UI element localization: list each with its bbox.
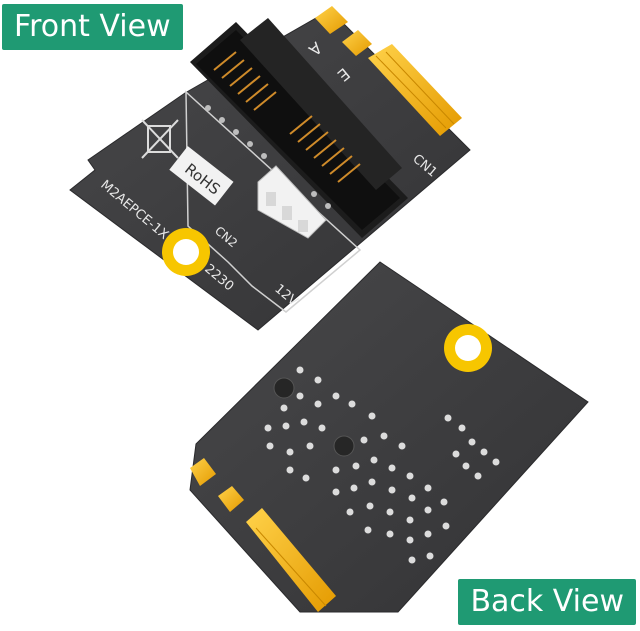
power-connector bbox=[257, 165, 327, 239]
back-test-pad-1 bbox=[273, 377, 295, 399]
silkscreen-outline bbox=[185, 90, 362, 313]
front-board: A E bbox=[69, 6, 471, 331]
pcie-x1-slot bbox=[190, 18, 408, 238]
back-test-pad-2 bbox=[333, 435, 355, 457]
back-gold-fingers bbox=[190, 458, 336, 612]
front-view-label: Front View bbox=[2, 4, 183, 50]
back-board bbox=[189, 261, 589, 613]
via-array bbox=[264, 366, 500, 564]
back-view-label: Back View bbox=[458, 579, 636, 625]
solder-pads bbox=[205, 105, 331, 209]
weee-icon bbox=[141, 119, 179, 159]
front-gold-fingers bbox=[315, 6, 462, 136]
